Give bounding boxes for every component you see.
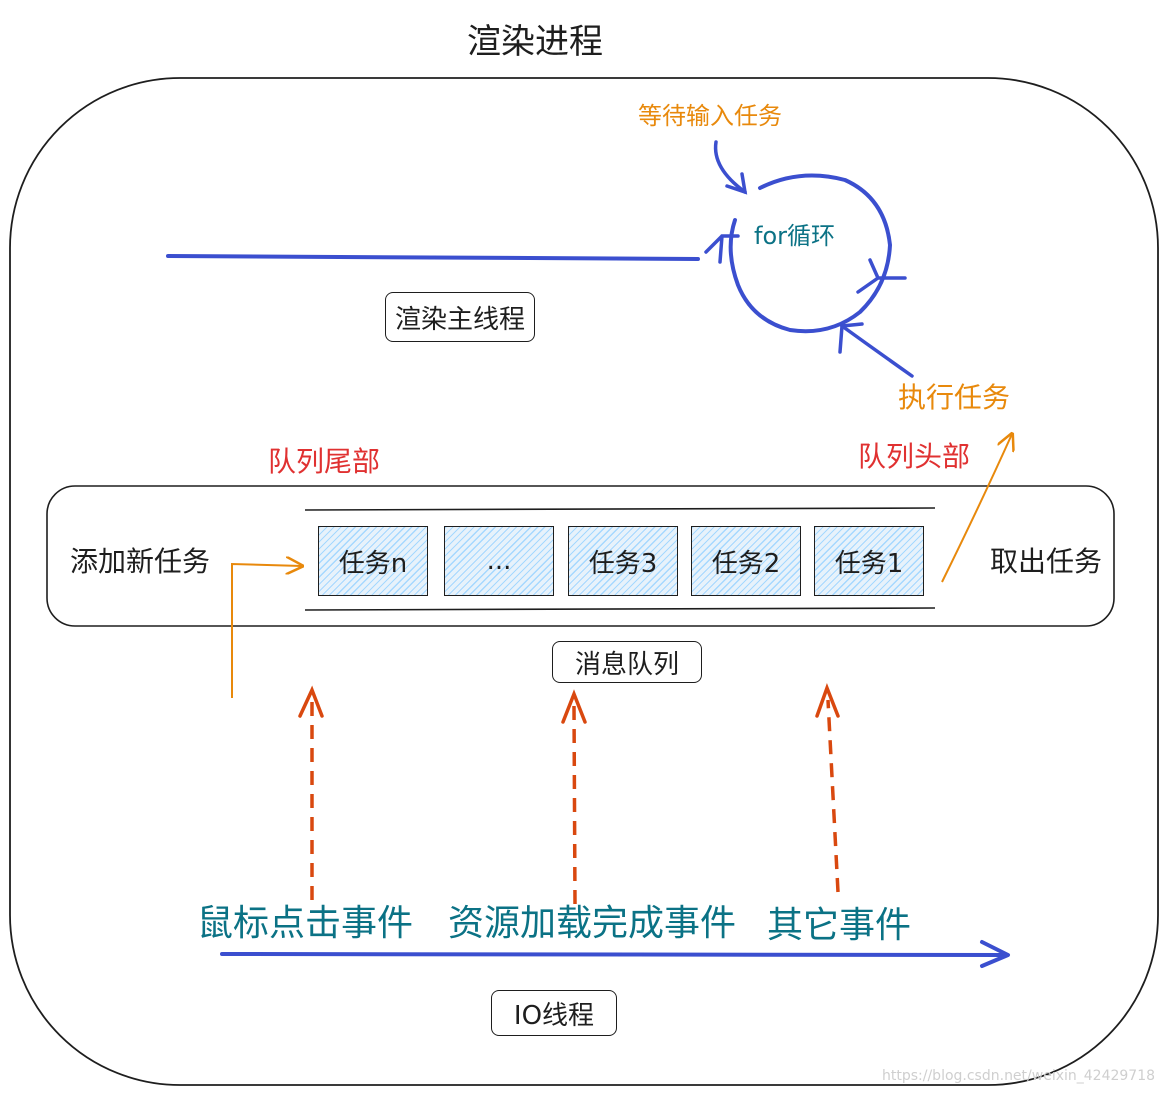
wait-input-arrow: [713, 140, 747, 194]
add-task-label: 添加新任务: [70, 545, 211, 578]
main-thread-line: [166, 254, 700, 261]
wait-input-arrowhead: [725, 172, 748, 195]
task-box: 任务1: [814, 526, 924, 596]
wait-input-label: 等待输入任务: [638, 102, 782, 130]
for-loop-label: for循环: [754, 222, 835, 250]
event-label-resource: 资源加载完成事件: [448, 903, 737, 944]
event-arrow-resource: [561, 689, 587, 905]
task-box: ...: [444, 526, 554, 596]
queue-head-label: 队列头部: [858, 440, 971, 473]
message-queue-label: 消息队列: [552, 641, 702, 683]
take-task-label: 取出任务: [990, 545, 1103, 578]
watermark: https://blog.csdn.net/weixin_42429718: [882, 1068, 1156, 1084]
take-task-arrow: [941, 434, 1012, 583]
task-box: 任务2: [691, 526, 801, 596]
queue-top-rail: [304, 507, 936, 511]
event-arrow-other: [815, 683, 840, 893]
event-label-other: 其它事件: [767, 905, 912, 946]
io-thread-label: IO线程: [491, 990, 617, 1036]
io-thread-arrowhead: [980, 940, 1010, 968]
loop-arrowhead-right: [856, 258, 907, 294]
execute-task-arrowhead: [838, 322, 864, 354]
for-loop-circle: [728, 173, 893, 334]
add-task-arrow: [231, 564, 302, 698]
task-box: 任务3: [568, 526, 678, 596]
loop-arrowhead-left: [704, 234, 740, 264]
execute-task-arrow: [840, 324, 914, 378]
execute-task-label: 执行任务: [898, 381, 1011, 414]
queue-bottom-rail: [304, 607, 936, 611]
page-title: 渲染进程: [467, 22, 603, 62]
io-thread-line: [220, 952, 1007, 957]
message-queue-container: [46, 485, 1115, 627]
queue-tail-label: 队列尾部: [268, 445, 381, 478]
event-label-click: 鼠标点击事件: [197, 903, 414, 944]
event-arrow-click: [298, 685, 324, 900]
task-box: 任务n: [318, 526, 428, 596]
render-process-container: [9, 77, 1159, 1086]
main-thread-label: 渲染主线程: [385, 292, 535, 342]
